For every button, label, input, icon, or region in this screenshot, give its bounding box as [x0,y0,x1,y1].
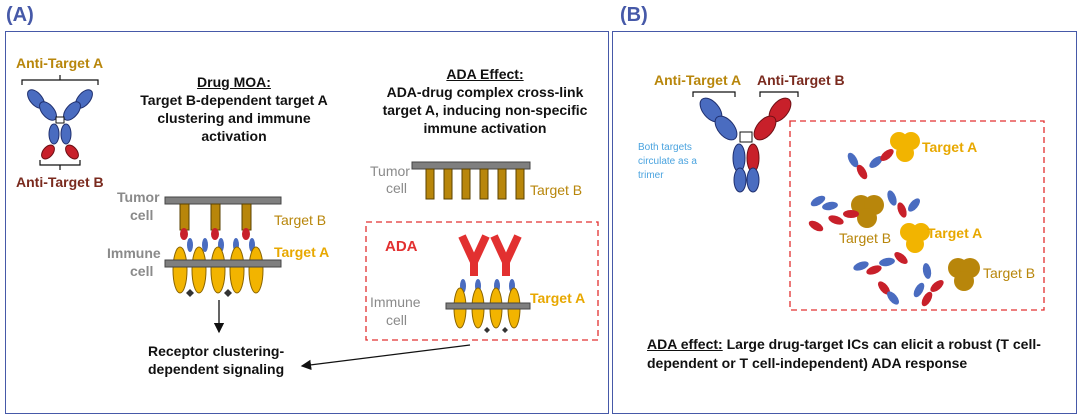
panel-b-target-b-left: Target B [839,230,892,246]
panel-b-frame [612,31,1077,414]
ada-molecules [458,234,522,276]
legend-anti-target-b: Anti-Target B [16,174,104,190]
note-line-2: circulate as a [638,156,697,167]
panel-b-antibody [692,91,799,193]
legend-antibody [21,75,99,170]
ada-tumor-cell-label: cell [386,180,408,196]
note-line-3: trimer [638,170,664,181]
moa-line-3: activation [201,128,267,144]
moa-line-2: clustering and immune [157,110,311,126]
ada-effect-label: ADA effect: [647,336,723,352]
ada-tumor-label: Tumor [370,163,410,179]
ada-arrow [300,344,471,371]
panel-b-target-b-right: Target B [983,265,1036,281]
ada-immune-cell-label: cell [386,312,408,328]
ada-target-a-label: Target A [530,290,586,306]
panel-a-frame [5,31,609,414]
moa-tumor-cell-label: cell [130,207,154,223]
moa-line-1: Target B-dependent target A [140,92,328,108]
ada-immune-label: Immune [370,294,421,310]
ada-effect-title: ADA Effect: [446,66,524,82]
ada-immune-membrane [445,279,531,333]
result-line-1: Receptor clustering- [148,343,285,359]
moa-title: Drug MOA: [197,74,271,90]
panel-b-anti-target-a: Anti-Target A [654,72,742,88]
ada-effect-line-3: immune activation [423,120,547,136]
trimer-target-a-top [890,132,920,162]
moa-immune-membrane [164,246,282,297]
panel-b-dashed-box [789,120,1045,311]
panel-b-target-a-middle: Target A [927,225,983,241]
trimer-target-b-right [948,258,980,291]
trimer-target-a-middle [900,223,930,253]
ada-target-b-label: Target B [530,182,583,198]
legend-anti-target-a: Anti-Target A [16,55,104,71]
ada-effect-line-2: dependent or T cell-independent) ADA res… [647,355,968,371]
panel-b-anti-target-b: Anti-Target B [757,72,845,88]
trimer-target-b-left [851,195,884,228]
moa-immune-cell-label: cell [130,263,154,279]
panel-b-target-a-top: Target A [922,139,978,155]
note-line-1: Both targets [638,142,692,153]
ada-tumor-membrane [411,161,531,200]
ada-effect-text: ADA effect: Large drug-target ICs can el… [647,336,1041,352]
moa-tumor-label: Tumor [117,189,160,205]
ada-dashed-box [365,221,599,341]
panel-b-label: (B) [620,4,648,26]
panel-a-label: (A) [6,4,34,26]
moa-target-b-label: Target B [274,212,327,228]
result-line-2: dependent signaling [148,361,285,377]
moa-immune-label: Immune [107,245,161,261]
ada-effect-line-2: target A, inducing non-specific [382,102,588,118]
ada-effect-line-1: Large drug-target ICs can elicit a robus… [726,336,1041,352]
complex-antibodies [808,149,944,307]
ada-label: ADA [385,238,418,255]
ada-effect-line-1: ADA-drug complex cross-link [386,84,584,100]
moa-target-a-label: Target A [274,244,330,260]
moa-tumor-membrane [164,196,282,252]
